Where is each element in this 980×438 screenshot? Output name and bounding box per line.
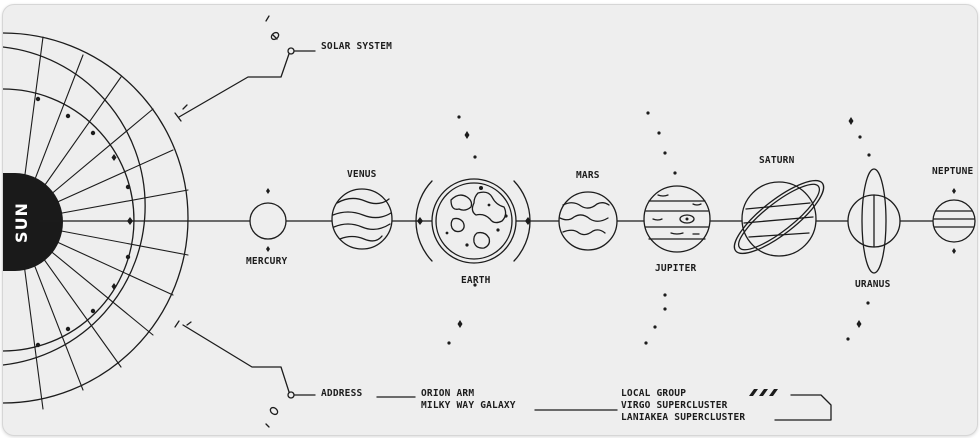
planet-label-uranus: URANUS: [855, 279, 891, 290]
address-line-orion-arm: ORION ARM: [421, 388, 475, 399]
solar-system-title: SOLAR SYSTEM: [321, 41, 393, 52]
desk-mat: SUN SOLAR SYSTEM MERCURY VENUS EARTH MAR…: [2, 4, 978, 436]
planet-label-saturn: SATURN: [759, 155, 795, 166]
address-line-local-group: LOCAL GROUP: [621, 388, 687, 399]
address-connector: [174, 320, 832, 428]
solar-system-connector: [174, 15, 316, 122]
address-line-laniakea: LANIAKEA SUPERCLUSTER: [621, 412, 746, 423]
neptune: [932, 188, 976, 254]
earth: [415, 178, 531, 264]
planet-label-earth: EARTH: [461, 275, 491, 286]
planet-label-jupiter: JUPITER: [655, 263, 697, 274]
uranus: [847, 168, 901, 274]
illustration: [3, 15, 976, 428]
planet-label-mars: MARS: [576, 170, 600, 181]
mars: [558, 191, 618, 251]
venus: [331, 188, 393, 250]
mercury: [249, 188, 287, 252]
sun: [3, 173, 63, 271]
planet-label-venus: VENUS: [347, 169, 377, 180]
jupiter: [643, 185, 711, 253]
planet-label-neptune: NEPTUNE: [932, 166, 974, 177]
sun-label: SUN: [11, 201, 31, 243]
address-line-milky-way: MILKY WAY GALAXY: [421, 400, 516, 411]
saturn: [733, 179, 825, 257]
address-label: ADDRESS: [321, 388, 363, 399]
planet-label-mercury: MERCURY: [246, 256, 288, 267]
star-dots: [447, 111, 871, 345]
address-line-virgo: VIRGO SUPERCLUSTER: [621, 400, 728, 411]
